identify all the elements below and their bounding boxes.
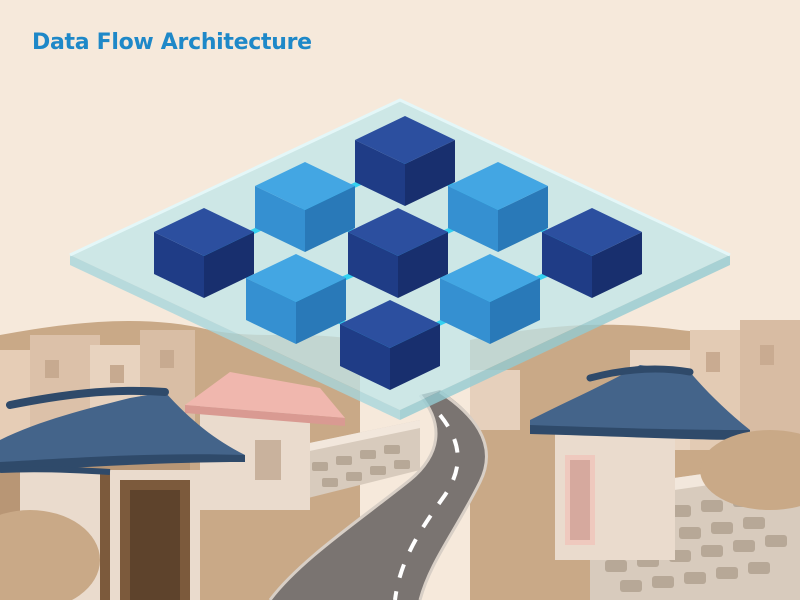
node-layer: [154, 116, 642, 390]
node-n-upper-right: [448, 162, 548, 252]
node-n-lower-right: [440, 254, 540, 344]
node-n-bottom: [340, 300, 440, 390]
node-n-upper-left: [255, 162, 355, 252]
winding-road: [268, 390, 488, 600]
node-n-lower-left: [246, 254, 346, 344]
node-n-top: [355, 116, 455, 206]
node-n-left: [154, 208, 254, 298]
hanok-house-right: [530, 365, 800, 560]
node-n-center: [348, 208, 448, 298]
stone-wall-left: [300, 420, 420, 500]
node-n-right: [542, 208, 642, 298]
hanok-house-left: [0, 386, 245, 600]
page-title: Data Flow Architecture: [32, 30, 312, 55]
